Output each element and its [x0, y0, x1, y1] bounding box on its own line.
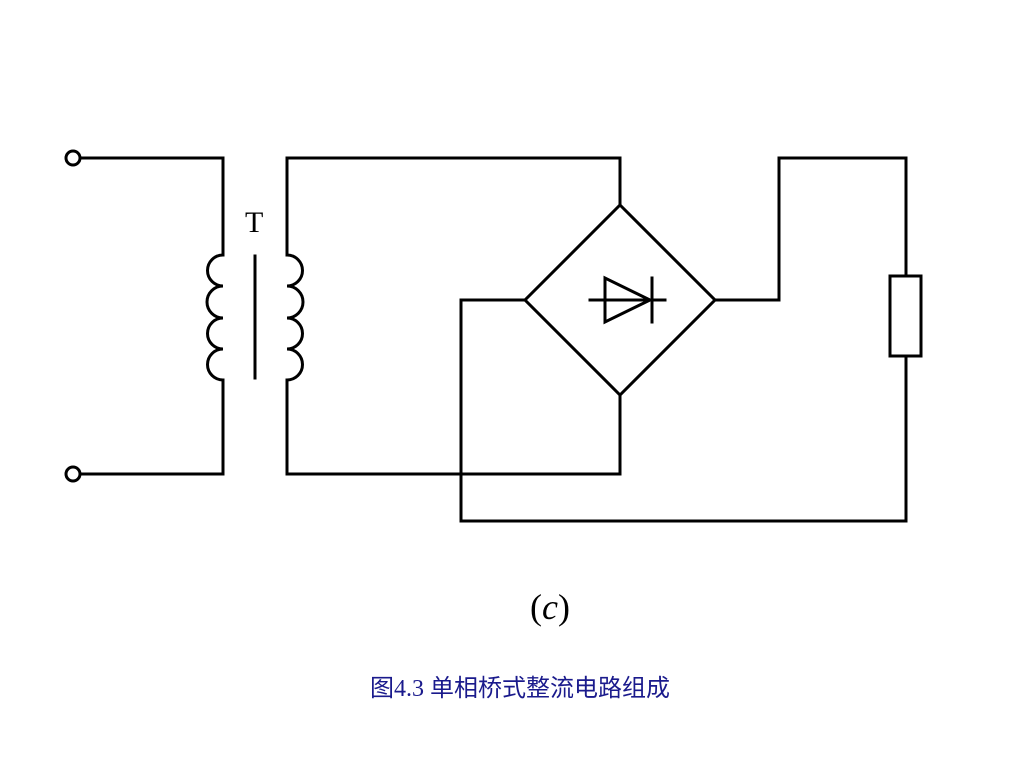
secondary-wire-top [285, 156, 622, 257]
figure-caption: 图4.3 单相桥式整流电路组成 [370, 676, 670, 702]
subfigure-label: (c) [0, 586, 1024, 628]
output-wire-positive [713, 156, 908, 302]
output-wire-negative [459, 298, 908, 523]
subfigure-open-paren: ( [530, 587, 542, 627]
diode-symbol [588, 275, 667, 325]
subfigure-close-paren: ) [557, 587, 570, 627]
secondary-coil [286, 253, 305, 382]
subfigure-letter: c [542, 587, 558, 627]
secondary-wire-bottom [285, 378, 622, 476]
input-terminal-top [64, 149, 82, 167]
transformer-label: T [245, 206, 263, 239]
input-terminal-bottom [64, 465, 82, 483]
primary-coil [205, 253, 224, 382]
load-resistor [888, 274, 923, 358]
primary-wire-bottom [78, 378, 225, 476]
bridge-rectifier [522, 202, 718, 398]
primary-wire-top [78, 156, 225, 257]
